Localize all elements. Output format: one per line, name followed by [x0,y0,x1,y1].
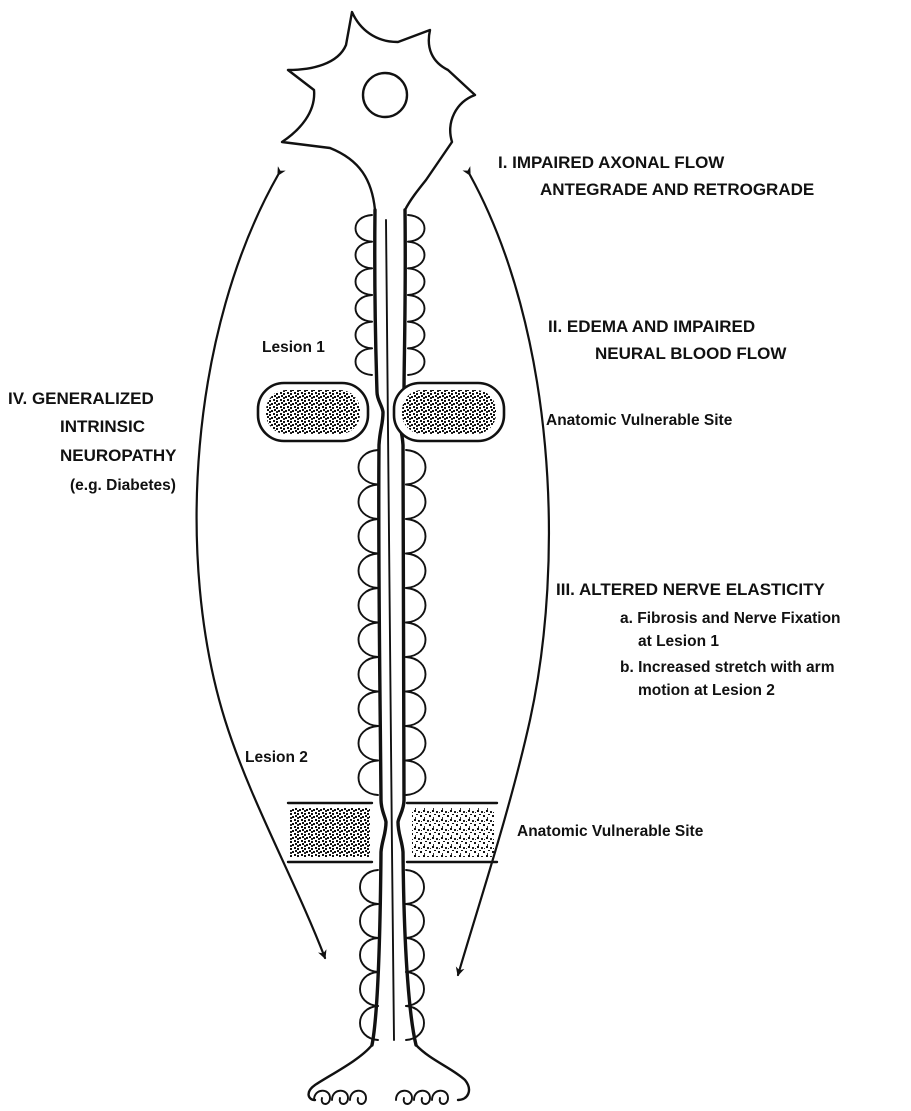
myelin-bump-right-19 [406,938,424,972]
myelin-bump-left-5 [356,322,373,349]
myelin-bump-right-8 [406,485,426,520]
elasticity-line-5: motion at Lesion 2 [638,682,775,699]
elasticity-line-4: b. Increased stretch with arm [620,659,835,676]
edema-label: II. EDEMA AND IMPAIRED NEURAL BLOOD FLOW [548,317,787,363]
terminal-loop-6 [432,1091,448,1104]
edema-line-2: NEURAL BLOOD FLOW [595,344,787,363]
myelin-bump-right-7 [406,450,426,485]
neuropathy-line-4: (e.g. Diabetes) [70,477,176,494]
upper-site-label: Anatomic Vulnerable Site [546,412,733,429]
terminal-loop-2 [332,1091,348,1104]
myelin-bump-right-10 [406,554,426,589]
myelin-bump-right-17 [406,870,424,904]
cell-nucleus [363,73,407,117]
myelin-bump-right-18 [406,904,424,938]
myelin-bump-right-4 [408,295,425,322]
myelin-bump-right-9 [406,519,426,554]
myelin-bump-left-19 [360,938,378,972]
myelin-bump-left-15 [359,726,379,761]
axon-core [372,210,416,1045]
neuropathy-line-3: NEUROPATHY [60,446,177,465]
myelin-bump-left-18 [360,904,378,938]
lower-site-label: Anatomic Vulnerable Site [517,823,704,840]
myelin-bump-right-6 [408,348,425,375]
myelin-bump-right-12 [406,623,426,658]
myelin-bump-left-8 [359,485,379,520]
myelin-bump-left-6 [356,348,373,375]
myelin-bump-left-13 [359,657,379,692]
myelin-bump-left-2 [356,242,373,269]
myelin-bump-right-2 [408,242,425,269]
elasticity-line-3: at Lesion 1 [638,633,719,650]
lesion-1-label: Lesion 1 [262,339,325,356]
myelin-bump-right-15 [406,726,426,761]
neuropathy-line-2: INTRINSIC [60,417,145,436]
elasticity-label: III. ALTERED NERVE ELASTICITY a. Fibrosi… [556,580,845,699]
lesion-2-label: Lesion 2 [245,749,308,766]
myelin-bump-left-12 [359,623,379,658]
myelin-bump-left-9 [359,519,379,554]
lower-site-right-block [412,808,494,857]
myelin-bump-left-16 [359,761,379,796]
myelin-bump-left-14 [359,692,379,727]
impaired-axonal-flow-label: I. IMPAIRED AXONAL FLOW ANTEGRADE AND RE… [498,153,814,199]
myelin-bump-left-3 [356,268,373,295]
myelin-bump-left-4 [356,295,373,322]
myelin-bump-right-1 [408,215,425,242]
terminal-loop-5 [414,1091,430,1104]
myelin-bump-right-13 [406,657,426,692]
elasticity-line-2: a. Fibrosis and Nerve Fixation [620,610,841,627]
impaired-axonal-flow-line-2: ANTEGRADE AND RETROGRADE [540,180,814,199]
neuropathy-line-1: IV. GENERALIZED [8,389,154,408]
lower-site-left-block [290,808,370,857]
myelin-bump-right-16 [406,761,426,796]
terminal-loops [314,1091,448,1104]
myelin-bump-right-3 [408,268,425,295]
terminal-loop-3 [350,1091,366,1104]
cell-body [282,12,475,210]
elasticity-line-1: III. ALTERED NERVE ELASTICITY [556,580,826,599]
myelin-bump-right-11 [406,588,426,623]
myelin-bump-right-5 [408,322,425,349]
myelin-bump-left-1 [356,215,373,242]
terminal-loop-4 [396,1091,412,1104]
edema-line-1: II. EDEMA AND IMPAIRED [548,317,755,336]
terminal-loop-1 [314,1091,330,1104]
myelin-bump-left-17 [360,870,378,904]
myelin-bump-left-7 [359,450,379,485]
impaired-axonal-flow-line-1: I. IMPAIRED AXONAL FLOW [498,153,725,172]
myelin-bump-right-14 [406,692,426,727]
neuropathy-label: IV. GENERALIZED INTRINSIC NEUROPATHY (e.… [8,389,181,494]
myelin-bump-left-10 [359,554,379,589]
myelin-bump-left-11 [359,588,379,623]
